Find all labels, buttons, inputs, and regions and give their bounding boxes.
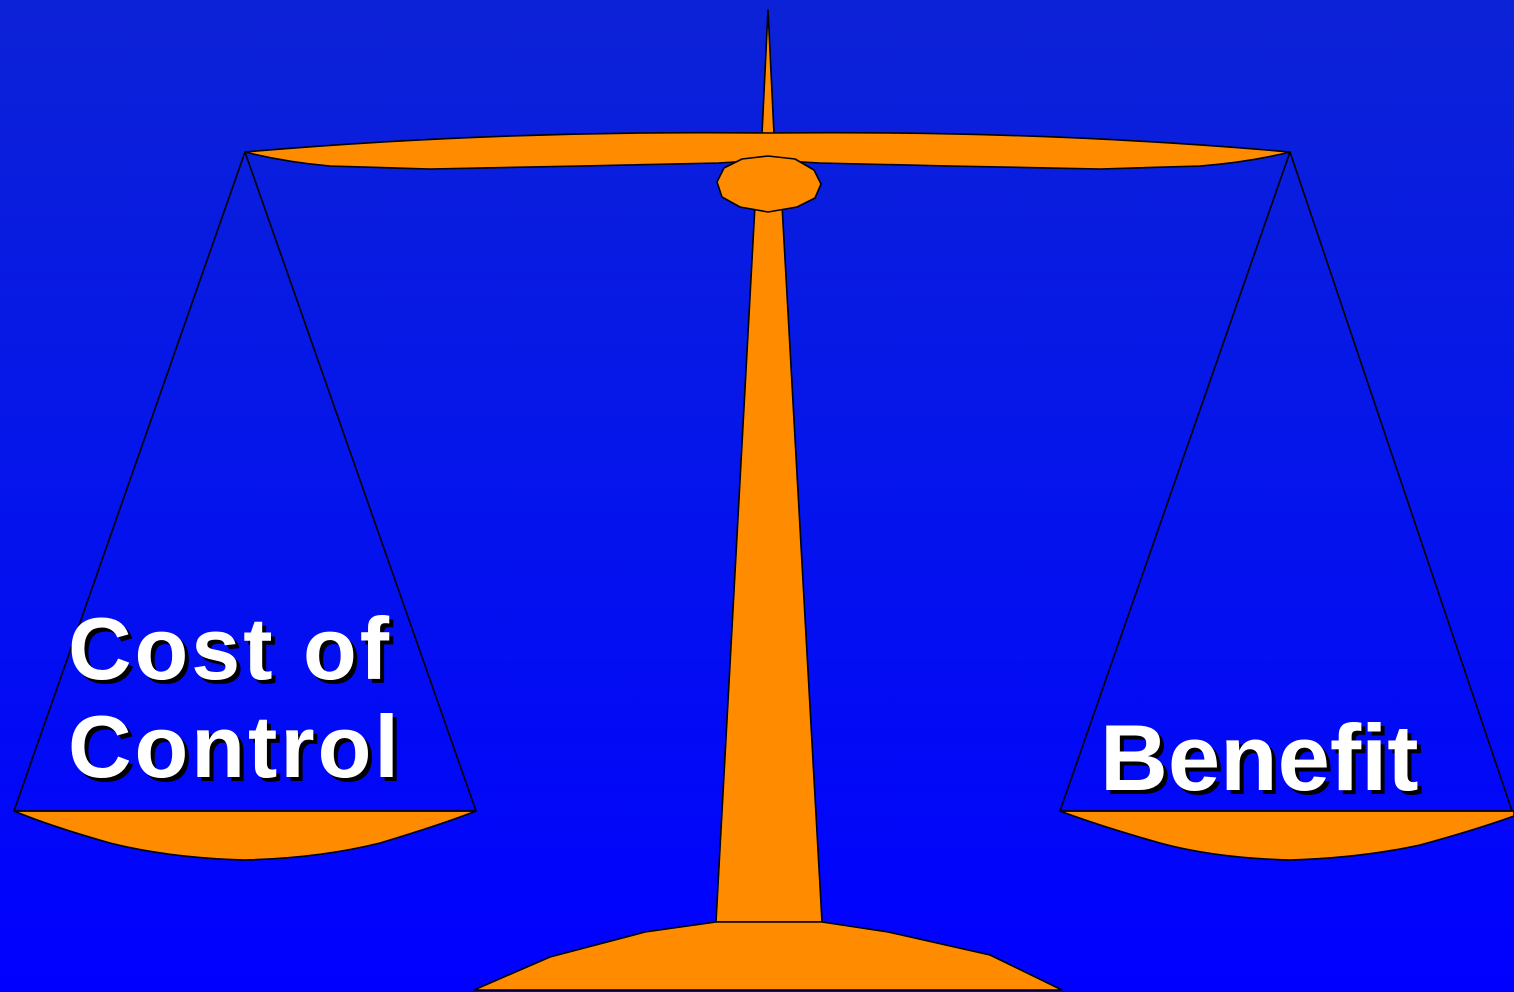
top-spike [762, 10, 774, 134]
right-pan [1060, 811, 1514, 860]
left-pan [14, 811, 476, 860]
left-pan-label-line1: Cost of [68, 600, 402, 698]
right-pan-label: Benefit [1100, 711, 1419, 805]
scale-base [474, 922, 1062, 990]
left-pan-label: Cost of Control [68, 600, 402, 796]
left-pan-label-line2: Control [68, 698, 402, 796]
pivot-knob [717, 156, 821, 212]
center-post [716, 205, 822, 922]
